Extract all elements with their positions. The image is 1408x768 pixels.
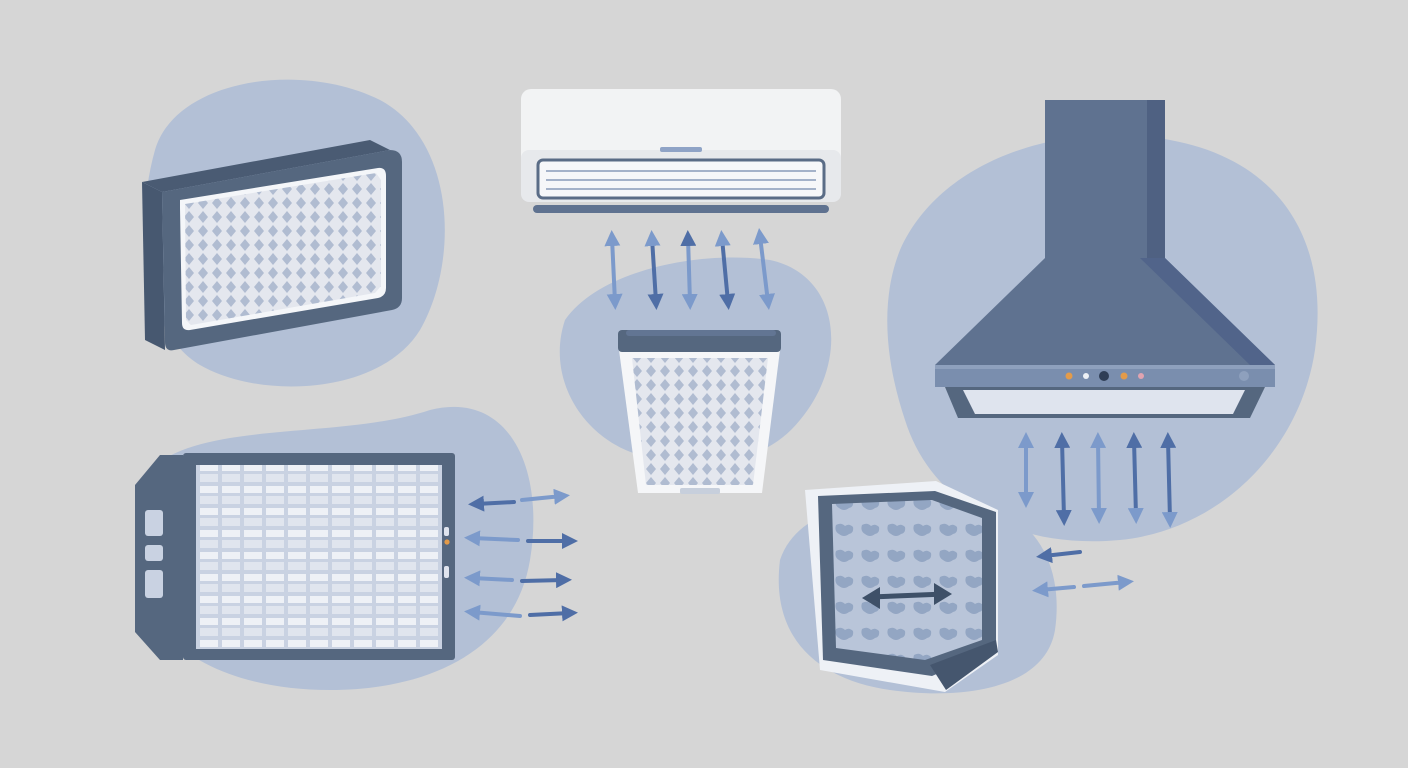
ac-indicator-bar <box>660 147 702 152</box>
hood-power-button <box>1099 371 1109 381</box>
hood-indicator-4 <box>1138 373 1144 379</box>
hood-indicator-1 <box>1065 372 1073 380</box>
hood-indicator-3 <box>1120 372 1128 380</box>
range-hood-icon <box>935 100 1275 418</box>
hood-indicator-2 <box>1083 373 1089 379</box>
cylindrical-filter-icon <box>618 330 781 494</box>
air-conditioner-icon <box>521 89 841 213</box>
hood-airflow-arrows <box>1018 432 1178 528</box>
grid-filter-icon <box>135 453 455 660</box>
bent-airflow-arrows <box>1032 547 1134 598</box>
airflow-arrows-icon <box>604 228 775 310</box>
bent-filter-icon <box>805 481 998 692</box>
grid-airflow-arrows <box>464 488 578 622</box>
panel-filter-icon <box>142 140 402 351</box>
